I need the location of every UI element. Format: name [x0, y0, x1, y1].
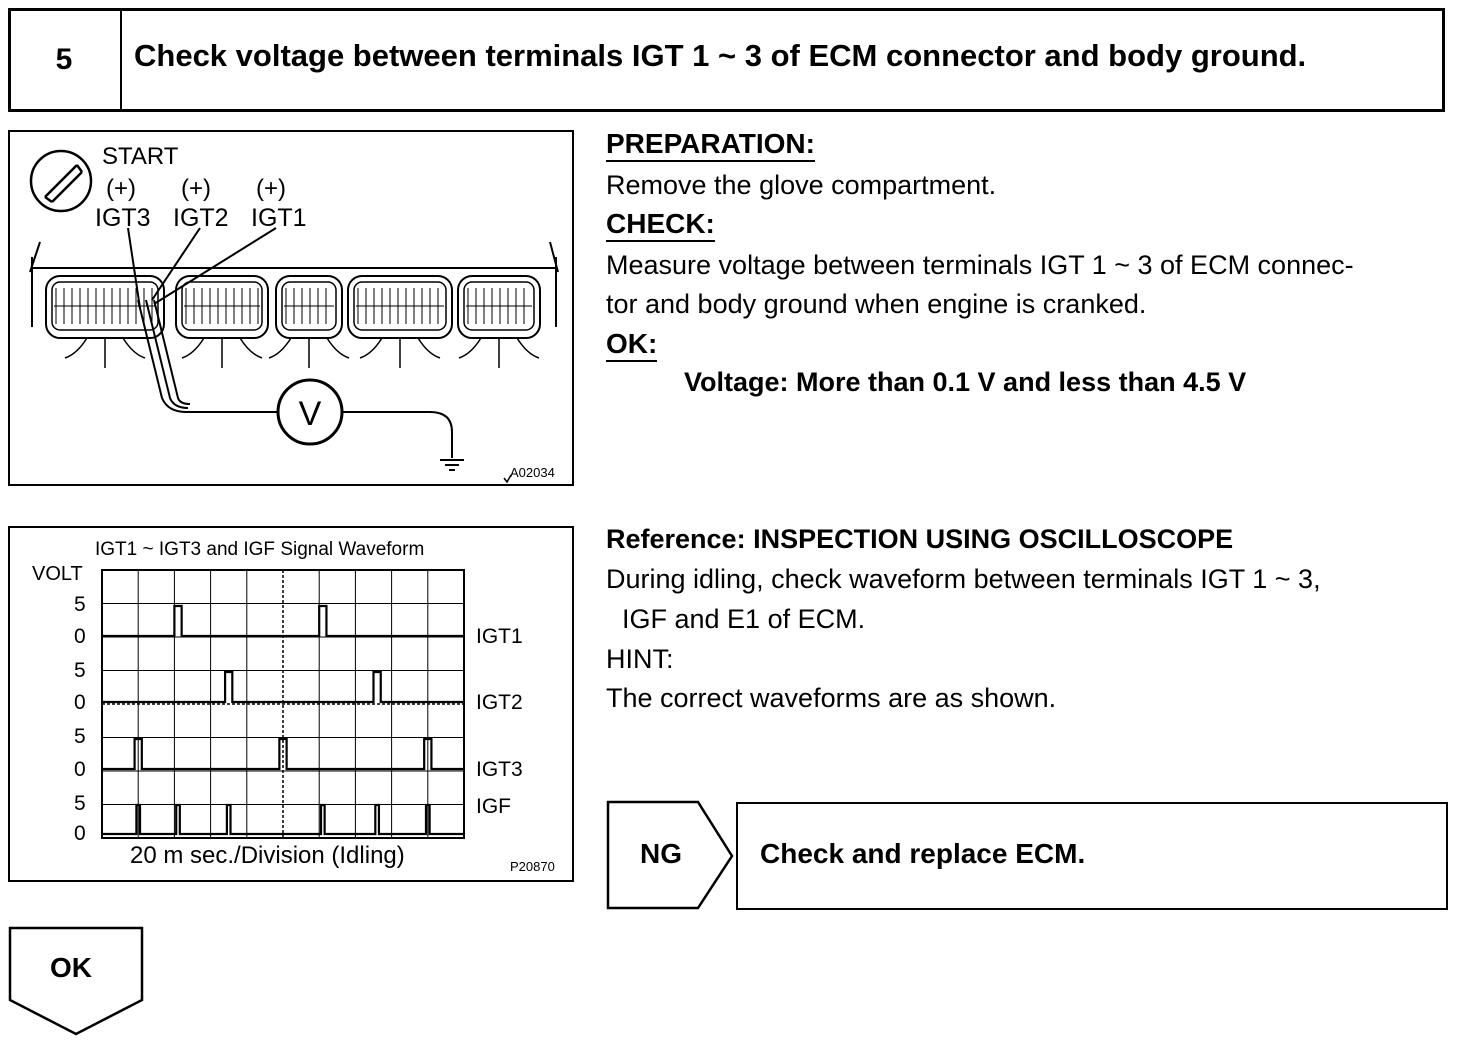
ecm-connector-block [268, 275, 350, 368]
check-heading: CHECK: [606, 208, 715, 242]
y-tick-0-igf: 0 [74, 822, 86, 845]
reference-line2: IGF and E1 of ECM. [622, 604, 866, 634]
check-text-line1: Measure voltage between terminals IGT 1 … [606, 250, 1354, 280]
scope-trace [102, 670, 464, 704]
ng-action-box [736, 802, 1448, 910]
preparation-text: Remove the glove compartment. [606, 170, 997, 200]
scope-traces [102, 604, 464, 836]
ng-label: NG [640, 838, 682, 869]
ok-label: OK [50, 952, 92, 983]
ground-icon [440, 459, 464, 471]
hint-label: HINT: [606, 644, 674, 674]
start-label: START [102, 143, 179, 170]
plus-label-igt1: (+) [256, 175, 286, 202]
scope-trace [102, 604, 464, 638]
ok-voltage-spec: Voltage: More than 0.1 V and less than 4… [684, 367, 1247, 397]
preparation-heading: PREPARATION: [606, 128, 815, 162]
y-tick-5-igt3: 5 [74, 725, 86, 748]
plus-label-igt2: (+) [181, 175, 211, 202]
reference-heading: Reference: INSPECTION USING OSCILLOSCOPE [606, 524, 1234, 554]
waveform-figure: IGT1 ~ IGT3 and IGF Signal Waveform VOLT… [8, 526, 574, 882]
ecm-connector-block [457, 275, 541, 368]
step-header-box [8, 8, 1445, 112]
y-tick-labels: 5 0 5 0 5 0 5 0 [74, 593, 86, 845]
ok-arrow-shape [8, 926, 144, 1036]
y-tick-5-igt2: 5 [74, 659, 86, 682]
x-axis-caption: 20 m sec./Division (Idling) [130, 842, 405, 869]
voltmeter-symbol: V [299, 395, 322, 433]
scope-trace [102, 737, 464, 771]
terminal-label-igt2: IGT2 [173, 204, 229, 232]
ecm-connectors [45, 275, 541, 368]
y-unit-label: VOLT [32, 563, 83, 585]
ng-arrow-shape [606, 800, 734, 910]
terminal-label-igt3: IGT3 [95, 204, 151, 232]
ecm-connector-block [347, 275, 453, 368]
figure-code: A02034 [510, 465, 555, 480]
y-tick-0-igt2: 0 [74, 691, 86, 714]
waveform-title: IGT1 ~ IGT3 and IGF Signal Waveform [95, 539, 424, 560]
ecm-connector-block [45, 275, 165, 368]
ecm-connector-block [175, 275, 269, 368]
step-number: 5 [8, 8, 122, 112]
reference-line1: During idling, check waveform between te… [606, 564, 1321, 594]
ignition-switch-icon [29, 149, 93, 213]
channel-label-igt1: IGT1 [476, 625, 523, 648]
ok-heading: OK: [606, 328, 658, 362]
ng-action-text: Check and replace ECM. [760, 838, 1086, 869]
hint-text: The correct waveforms are as shown. [606, 683, 1057, 713]
y-tick-5-igt1: 5 [74, 593, 86, 616]
channel-label-igt2: IGT2 [476, 691, 523, 714]
step-title: Check voltage between terminals IGT 1 ~ … [134, 38, 1307, 73]
channel-label-igf: IGF [476, 795, 511, 818]
scope-grid [102, 570, 464, 838]
y-tick-5-igf: 5 [74, 792, 86, 815]
y-tick-0-igt1: 0 [74, 625, 86, 648]
scope-trace [102, 803, 464, 836]
ecm-connector-figure: START (+) (+) (+) IGT3 IGT2 IGT1 V [8, 130, 574, 486]
y-tick-0-igt3: 0 [74, 758, 86, 781]
probe-leads [127, 227, 453, 458]
channel-label-igt3: IGT3 [476, 758, 523, 781]
check-text-line2: tor and body ground when engine is crank… [606, 289, 1147, 319]
channel-labels: IGT1 IGT2 IGT3 IGF [476, 625, 523, 818]
terminal-label-igt1: IGT1 [251, 204, 307, 232]
waveform-figure-code: P20870 [510, 859, 555, 874]
plus-label-igt3: (+) [106, 175, 136, 202]
ecm-connector-body [29, 241, 559, 327]
voltmeter-icon: V [276, 378, 344, 446]
